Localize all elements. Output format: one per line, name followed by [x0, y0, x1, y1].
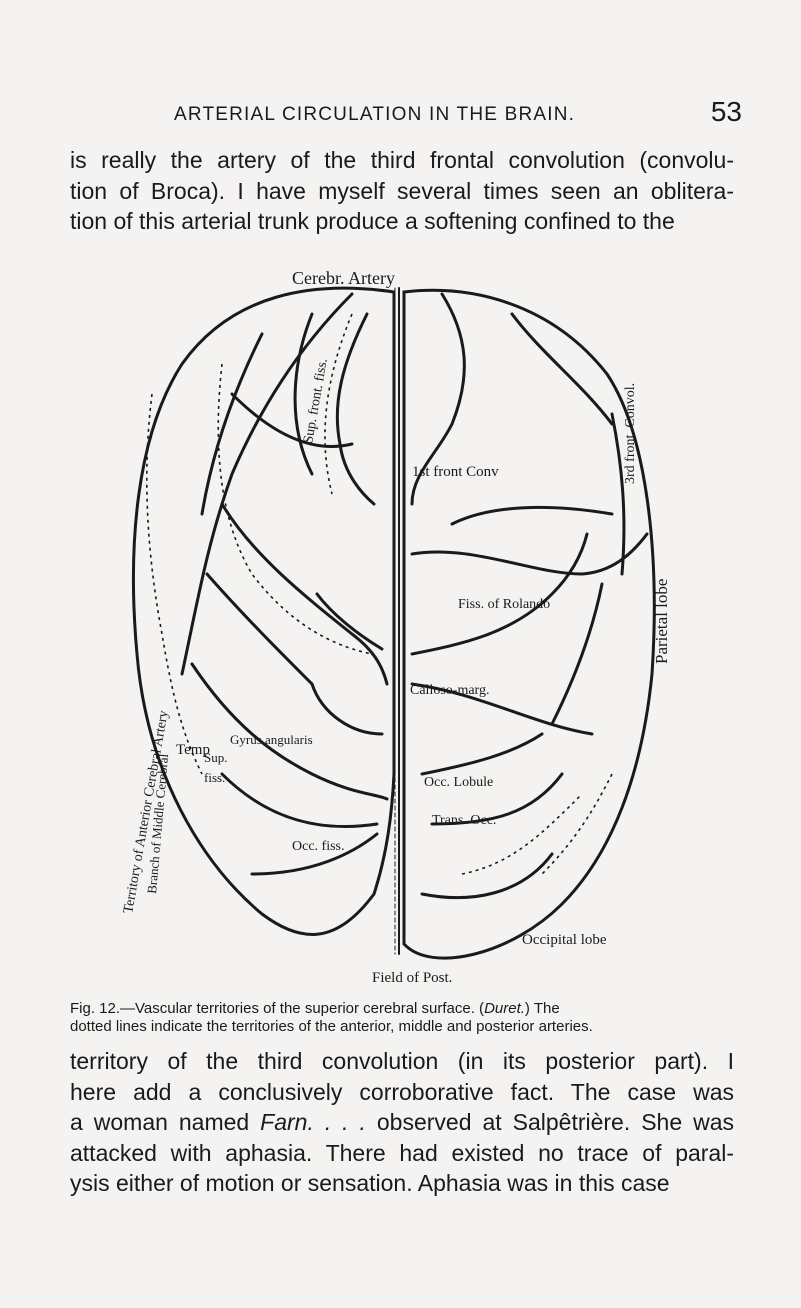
text-segment: a woman named: [70, 1109, 261, 1135]
paragraph-bottom: territory of the third convolution (in i…: [70, 1046, 734, 1199]
caption-text: ) The: [524, 1000, 560, 1017]
text-line: here add a conclusively corroborative fa…: [70, 1078, 734, 1105]
brain-figure: Cerebr. Artery 1st front Conv Sup. front…: [112, 254, 672, 994]
caption-text: Fig. 12.—Vascular territories of the sup…: [70, 1000, 485, 1017]
label-trans-occ: Trans. Occ.: [432, 813, 496, 828]
label-cerebral-artery: Cerebr. Artery: [292, 268, 395, 288]
running-head: ARTERIAL CIRCULATION IN THE BRAIN.: [174, 104, 576, 125]
label-sup-front-fiss: Sup. front. fiss.: [301, 357, 331, 444]
hemisphere-outline-right: [402, 288, 656, 960]
label-fiss: fiss.: [204, 770, 225, 785]
caption-line-2: dotted lines indicate the territories of…: [70, 1018, 593, 1035]
label-calloso-marg: Calloso-marg.: [410, 683, 489, 698]
label-occ-lobule: Occ. Lobule: [424, 775, 493, 790]
patient-name: Farn. . . .: [260, 1109, 366, 1135]
hemisphere-outline: [131, 286, 396, 936]
brain-illustration: Cerebr. Artery 1st front Conv Sup. front…: [121, 268, 671, 986]
text-line: territory of the third convolution (in i…: [70, 1048, 734, 1074]
page-header: ARTERIAL CIRCULATION IN THE BRAIN. 53: [70, 96, 742, 136]
label-parietal-lobe: Parietal lobe: [652, 579, 671, 664]
figure-caption: Fig. 12.—Vascular territories of the sup…: [70, 1000, 734, 1036]
label-fiss-rolando: Fiss. of Rolando: [458, 597, 550, 612]
text-line: ysis either of motion or sensation. Apha…: [70, 1170, 670, 1196]
caption-author: Duret.: [484, 1000, 525, 1017]
text-line: is really the artery of the third fronta…: [70, 147, 734, 173]
page-number: 53: [710, 96, 742, 127]
caption-line-1: Fig. 12.—Vascular territories of the sup…: [70, 1000, 734, 1018]
label-field-of-post: Field of Post.: [372, 970, 452, 986]
label-third-front-convol: 3rd front. Convol.: [623, 383, 638, 484]
text-line: tion of Broca). I have myself several ti…: [70, 177, 734, 204]
text-segment: observed at Salpêtrière. She was: [365, 1109, 734, 1135]
text-line: tion of this arterial trunk produce a so…: [70, 208, 675, 234]
label-sup: Sup.: [204, 750, 227, 765]
label-first-front-conv: 1st front Conv: [412, 464, 499, 480]
text-line: attacked with aphasia. There had existed…: [70, 1139, 734, 1166]
label-occipital-lobe: Occipital lobe: [522, 932, 607, 948]
label-temp: Temp: [176, 742, 210, 758]
paragraph-top: is really the artery of the third fronta…: [70, 145, 734, 237]
text-line: a woman named Farn. . . . observed at Sa…: [70, 1107, 734, 1138]
label-gyrus-angularis: Gyrus angularis: [230, 732, 313, 747]
label-occ-fiss: Occ. fiss.: [292, 839, 345, 854]
